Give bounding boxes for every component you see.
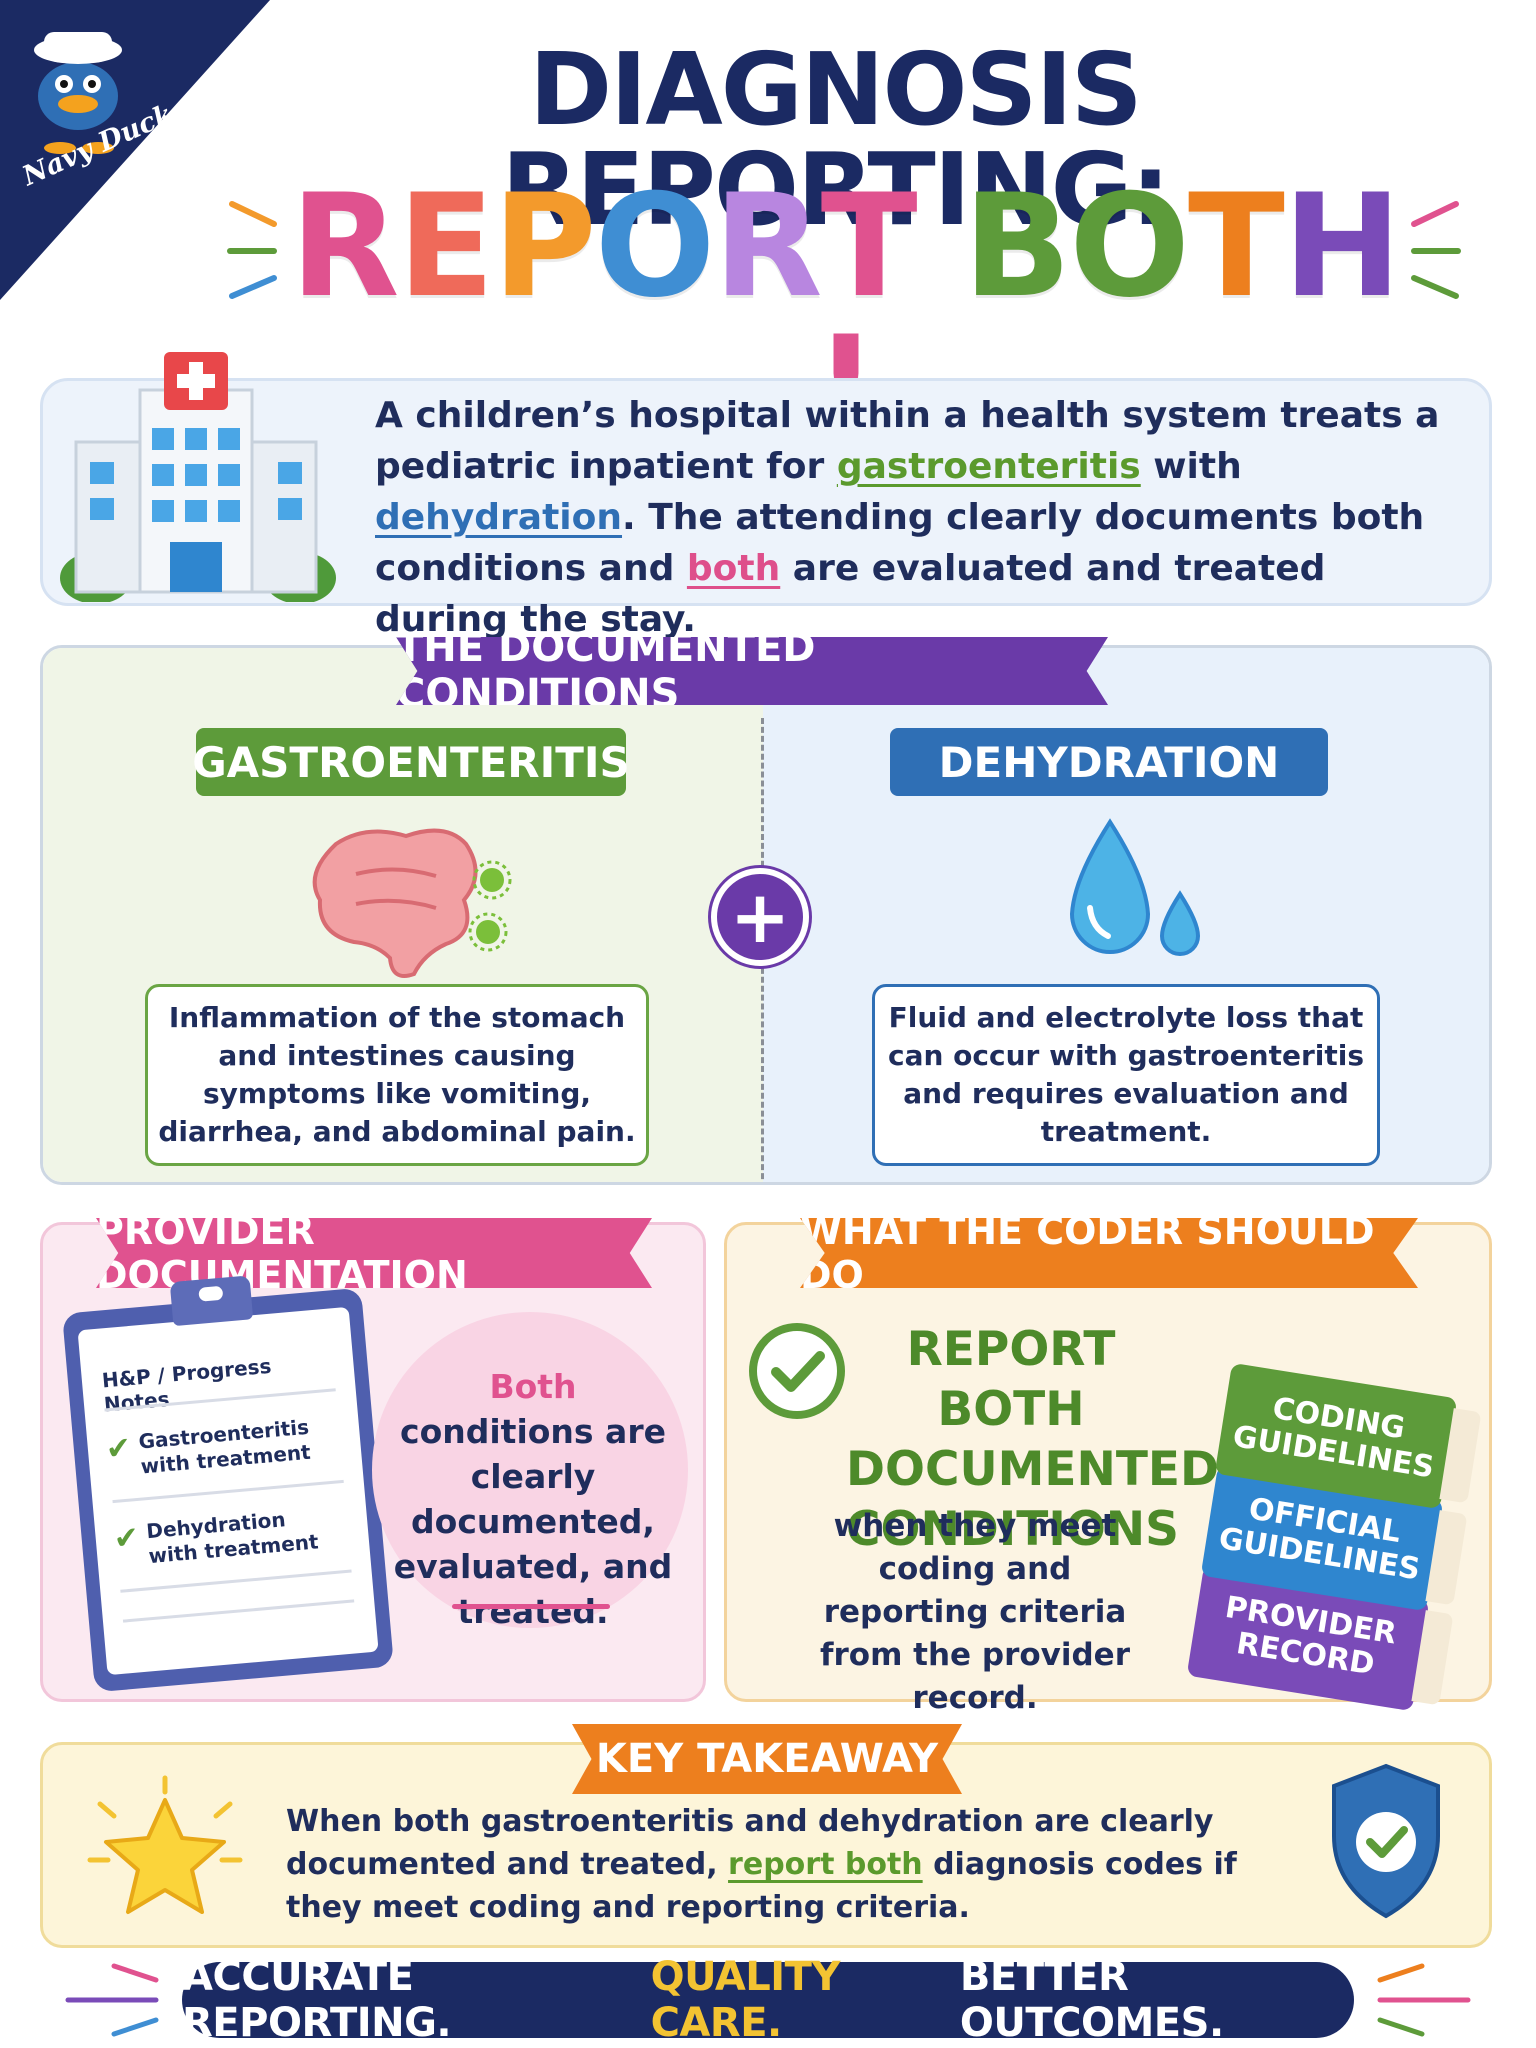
title-letter: E bbox=[397, 164, 495, 329]
both-statement: Both conditions are clearly documented, … bbox=[390, 1364, 676, 1634]
coder-text: when they meet coding and reporting crit… bbox=[820, 1508, 1130, 1716]
star-icon bbox=[87, 1775, 243, 1914]
check-icon: ✔ bbox=[112, 1520, 141, 1558]
book-label: CODING GUIDELINES bbox=[1230, 1391, 1437, 1486]
title-letter: R bbox=[290, 164, 399, 329]
title-letter: H bbox=[1282, 164, 1402, 329]
term-dehydration: dehydration bbox=[375, 497, 623, 538]
coder-header: WHAT THE CODER SHOULD DO bbox=[800, 1218, 1418, 1288]
footer-banner: ACCURATE REPORTING. QUALITY CARE. BETTER… bbox=[182, 1954, 1354, 2046]
scenario-part-1: A children’s hospital within a health sy… bbox=[375, 395, 1440, 487]
title-letter: O bbox=[594, 164, 716, 329]
page-subtitle: REPORT BOTH! bbox=[290, 164, 1402, 460]
title-letter bbox=[916, 176, 963, 318]
page-title: DIAGNOSIS REPORTING: bbox=[501, 31, 1170, 248]
footer-part-2: QUALITY CARE. bbox=[650, 1954, 841, 2046]
both-circle bbox=[372, 1312, 688, 1628]
shield-check-icon bbox=[1332, 1763, 1440, 1919]
footer-part-1: ACCURATE REPORTING. bbox=[182, 1954, 452, 2046]
clipboard-icon: H&P / Progress Notes ✔ Gastroenteritis w… bbox=[62, 1275, 394, 1693]
title-letter: O bbox=[1069, 164, 1190, 329]
scenario-text: A children’s hospital within a health sy… bbox=[375, 390, 1455, 645]
gastroenteritis-description: Inflammation of the stomach and intestin… bbox=[145, 984, 649, 1166]
dehydration-description: Fluid and electrolyte loss that can occu… bbox=[872, 984, 1380, 1166]
check-icon: ✔ bbox=[104, 1430, 133, 1468]
plus-icon: + bbox=[711, 868, 809, 966]
scenario-part-4: are evaluated and treated during the sta… bbox=[375, 548, 1326, 640]
title-letter: B bbox=[963, 164, 1071, 329]
clipboard-line bbox=[120, 1569, 352, 1593]
clipboard-item-2: ✔ Dehydration with treatment bbox=[112, 1504, 329, 1572]
dehydration-label: DEHYDRATION bbox=[890, 728, 1328, 796]
gastroenteritis-label: GASTROENTERITIS bbox=[192, 728, 630, 796]
check-circle-icon bbox=[749, 1323, 845, 1419]
intestine-icon bbox=[312, 828, 512, 978]
footer-lines-right bbox=[1377, 1963, 1471, 2037]
term-gastroenteritis: gastroenteritis bbox=[836, 446, 1141, 487]
burst-lines-left bbox=[227, 201, 277, 299]
clipboard-item-text: Dehydration with treatment bbox=[145, 1507, 320, 1569]
takeaway-part-2: diagnosis codes if they meet coding and … bbox=[286, 1847, 1237, 1925]
footer-lines-left bbox=[65, 1963, 159, 2037]
scenario-part-3: . The attending clearly documents both c… bbox=[375, 497, 1425, 589]
both-underline bbox=[452, 1604, 610, 1609]
takeaway-part-1: When both gastroenteritis and dehydratio… bbox=[286, 1804, 1214, 1882]
takeaway-report-both: report both bbox=[728, 1847, 923, 1882]
clipboard-line bbox=[112, 1479, 344, 1504]
term-both: both bbox=[686, 548, 781, 589]
both-rest: conditions are clearly documented, evalu… bbox=[393, 1412, 673, 1631]
footer-part-3: BETTER OUTCOMES. bbox=[959, 1954, 1224, 2046]
title-letter: P bbox=[492, 164, 597, 329]
title-letter: T bbox=[1188, 164, 1285, 329]
scenario-part-2: with bbox=[1140, 446, 1242, 487]
title-letter: T bbox=[820, 164, 918, 329]
clipboard-paper: H&P / Progress Notes ✔ Gastroenteritis w… bbox=[77, 1306, 379, 1676]
clipboard-item-text: Gastroenteritis with treatment bbox=[137, 1414, 312, 1479]
clipboard-item-1: ✔ Gastroenteritis with treatment bbox=[105, 1414, 322, 1482]
clipboard-clip bbox=[169, 1275, 254, 1327]
navy-duck-logo bbox=[0, 0, 270, 300]
clipboard-line bbox=[122, 1599, 355, 1623]
both-word: Both bbox=[489, 1367, 577, 1406]
clip-hole bbox=[198, 1285, 224, 1302]
conditions-header: THE DOCUMENTED CONDITIONS bbox=[396, 637, 1108, 705]
coder-headline: REPORT BOTH DOCUMENTED CONDITIONS bbox=[846, 1322, 1220, 1557]
title-letter: R bbox=[713, 164, 822, 329]
water-drop-icon bbox=[1069, 818, 1201, 956]
provider-documentation-header: PROVIDER DOCUMENTATION bbox=[96, 1218, 652, 1288]
burst-lines-right bbox=[1411, 201, 1461, 299]
takeaway-header: KEY TAKEAWAY bbox=[572, 1724, 962, 1794]
hospital-icon bbox=[60, 352, 336, 602]
takeaway-text: When both gastroenteritis and dehydratio… bbox=[286, 1800, 1316, 1929]
